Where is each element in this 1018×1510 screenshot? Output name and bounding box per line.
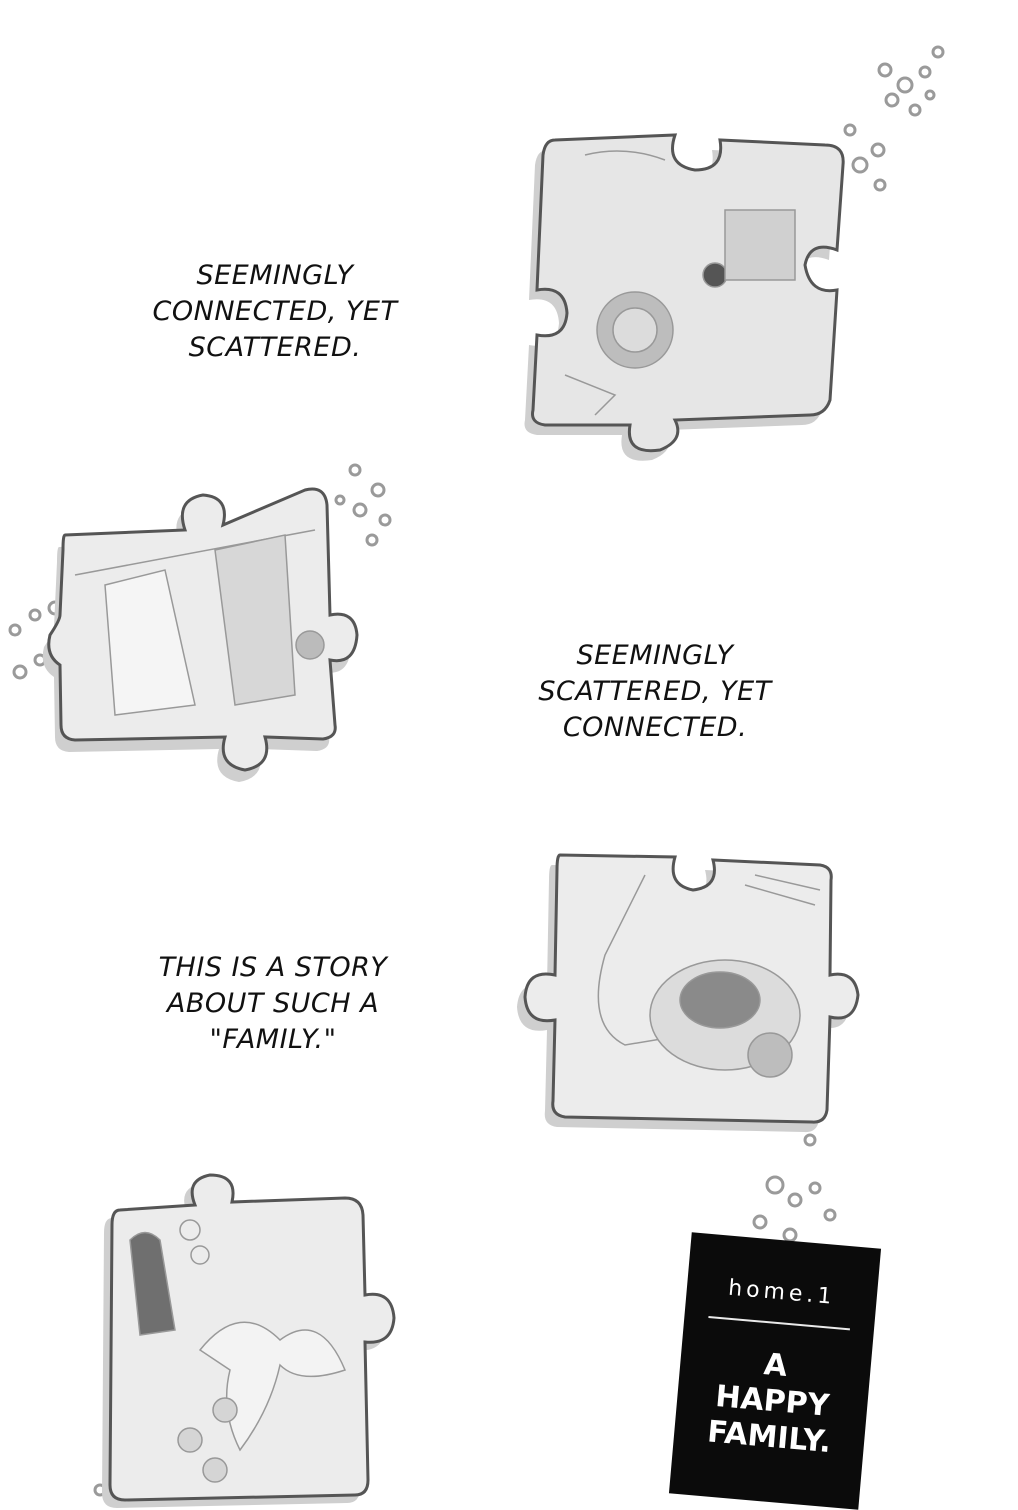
- caption-line: CONNECTED, YET: [152, 296, 398, 327]
- caption-line: SCATTERED.: [188, 332, 362, 363]
- puzzle-piece-laundry: [42, 475, 390, 795]
- caption-line: SEEMINGLY: [196, 260, 354, 291]
- caption-line: SEEMINGLY: [576, 640, 734, 671]
- puzzle-piece-vacuum: [515, 845, 865, 1135]
- chapter-title: A HAPPY FAMILY.: [673, 1340, 872, 1464]
- caption-story-about-family: THIS IS A STORY ABOUT SUCH A "FAMILY.": [118, 950, 428, 1058]
- caption-line: "FAMILY.": [209, 1024, 337, 1055]
- caption-line: SCATTERED, YET: [538, 676, 772, 707]
- puzzle-piece-breakfast: [524, 125, 855, 470]
- title-divider: [708, 1315, 851, 1331]
- caption-line: THIS IS A STORY: [158, 952, 388, 983]
- chapter-title-card: home.1 A HAPPY FAMILY.: [668, 1232, 882, 1510]
- caption-line: CONNECTED.: [562, 712, 748, 743]
- caption-connected-yet-scattered: SEEMINGLY CONNECTED, YET SCATTERED.: [120, 258, 430, 366]
- caption-line: ABOUT SUCH A: [166, 988, 380, 1019]
- chapter-number: home.1: [727, 1275, 837, 1310]
- caption-scattered-yet-connected: SEEMINGLY SCATTERED, YET CONNECTED.: [505, 638, 805, 746]
- puzzle-piece-dress: [100, 1170, 430, 1508]
